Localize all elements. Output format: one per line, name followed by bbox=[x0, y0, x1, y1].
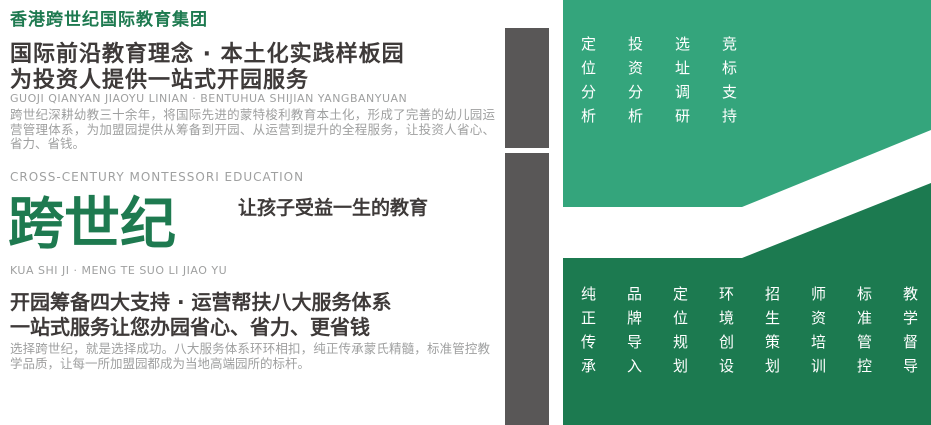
service-item-environment-creation: 环境创设 bbox=[717, 286, 735, 382]
service-item-positioning-planning: 定位规划 bbox=[671, 286, 689, 382]
support-item-bidding-support: 竞标支持 bbox=[720, 36, 738, 132]
service-item-teacher-training: 师资培训 bbox=[809, 286, 827, 382]
section1-paragraph: 跨世纪深耕幼教三十余年，将国际先进的蒙特梭利教育本土化，形成了完善的幼儿园运营管… bbox=[10, 107, 495, 151]
section2-brand-title: 跨世纪 bbox=[8, 192, 176, 257]
section2-pinyin: KUA SHI JI · MENG TE SUO LI JIAO YU bbox=[10, 264, 228, 277]
pre-opening-support-list: 定位分析 投资分析 选址调研 竞标支持 bbox=[578, 36, 739, 132]
section2-brand-slogan: 让孩子受益一生的教育 bbox=[238, 197, 429, 219]
support-item-investment-analysis: 投资分析 bbox=[626, 36, 644, 132]
section1-title-line2: 为投资人提供一站式开园服务 bbox=[10, 68, 310, 93]
section1-title-line1: 国际前沿教育理念 · 本土化实践样板园 bbox=[10, 42, 405, 67]
divider-bar-bottom bbox=[505, 153, 549, 425]
section1-eyebrow: 香港跨世纪国际教育集团 bbox=[10, 10, 208, 30]
section2-paragraph: 选择跨世纪，就是选择成功。八大服务体系环环相扣，纯正传承蒙氏精髓，标准管控教学品… bbox=[10, 341, 490, 371]
service-item-brand-introduction: 品牌导入 bbox=[625, 286, 643, 382]
service-item-enrollment-planning: 招生策划 bbox=[763, 286, 781, 382]
section1-pinyin: GUOJI QIANYAN JIAOYU LINIAN · BENTUHUA S… bbox=[10, 92, 408, 105]
section2-subtitle-line2: 一站式服务让您办园省心、省力、更省钱 bbox=[10, 315, 370, 339]
section2-subtitle-line1: 开园筹备四大支持 · 运营帮扶八大服务体系 bbox=[10, 290, 392, 314]
support-item-site-selection-research: 选址调研 bbox=[673, 36, 691, 132]
service-item-teaching-supervision: 教学督导 bbox=[901, 286, 919, 382]
section2-eyebrow: CROSS-CENTURY MONTESSORI EDUCATION bbox=[10, 170, 305, 184]
service-item-pure-inheritance: 纯正传承 bbox=[579, 286, 597, 382]
service-item-standard-control: 标准管控 bbox=[855, 286, 873, 382]
support-item-positioning-analysis: 定位分析 bbox=[579, 36, 597, 132]
eight-services-list: 纯正传承 品牌导入 定位规划 环境创设 招生策划 师资培训 标准管控 教学督导 bbox=[578, 286, 920, 382]
divider-bar-top bbox=[505, 28, 549, 148]
